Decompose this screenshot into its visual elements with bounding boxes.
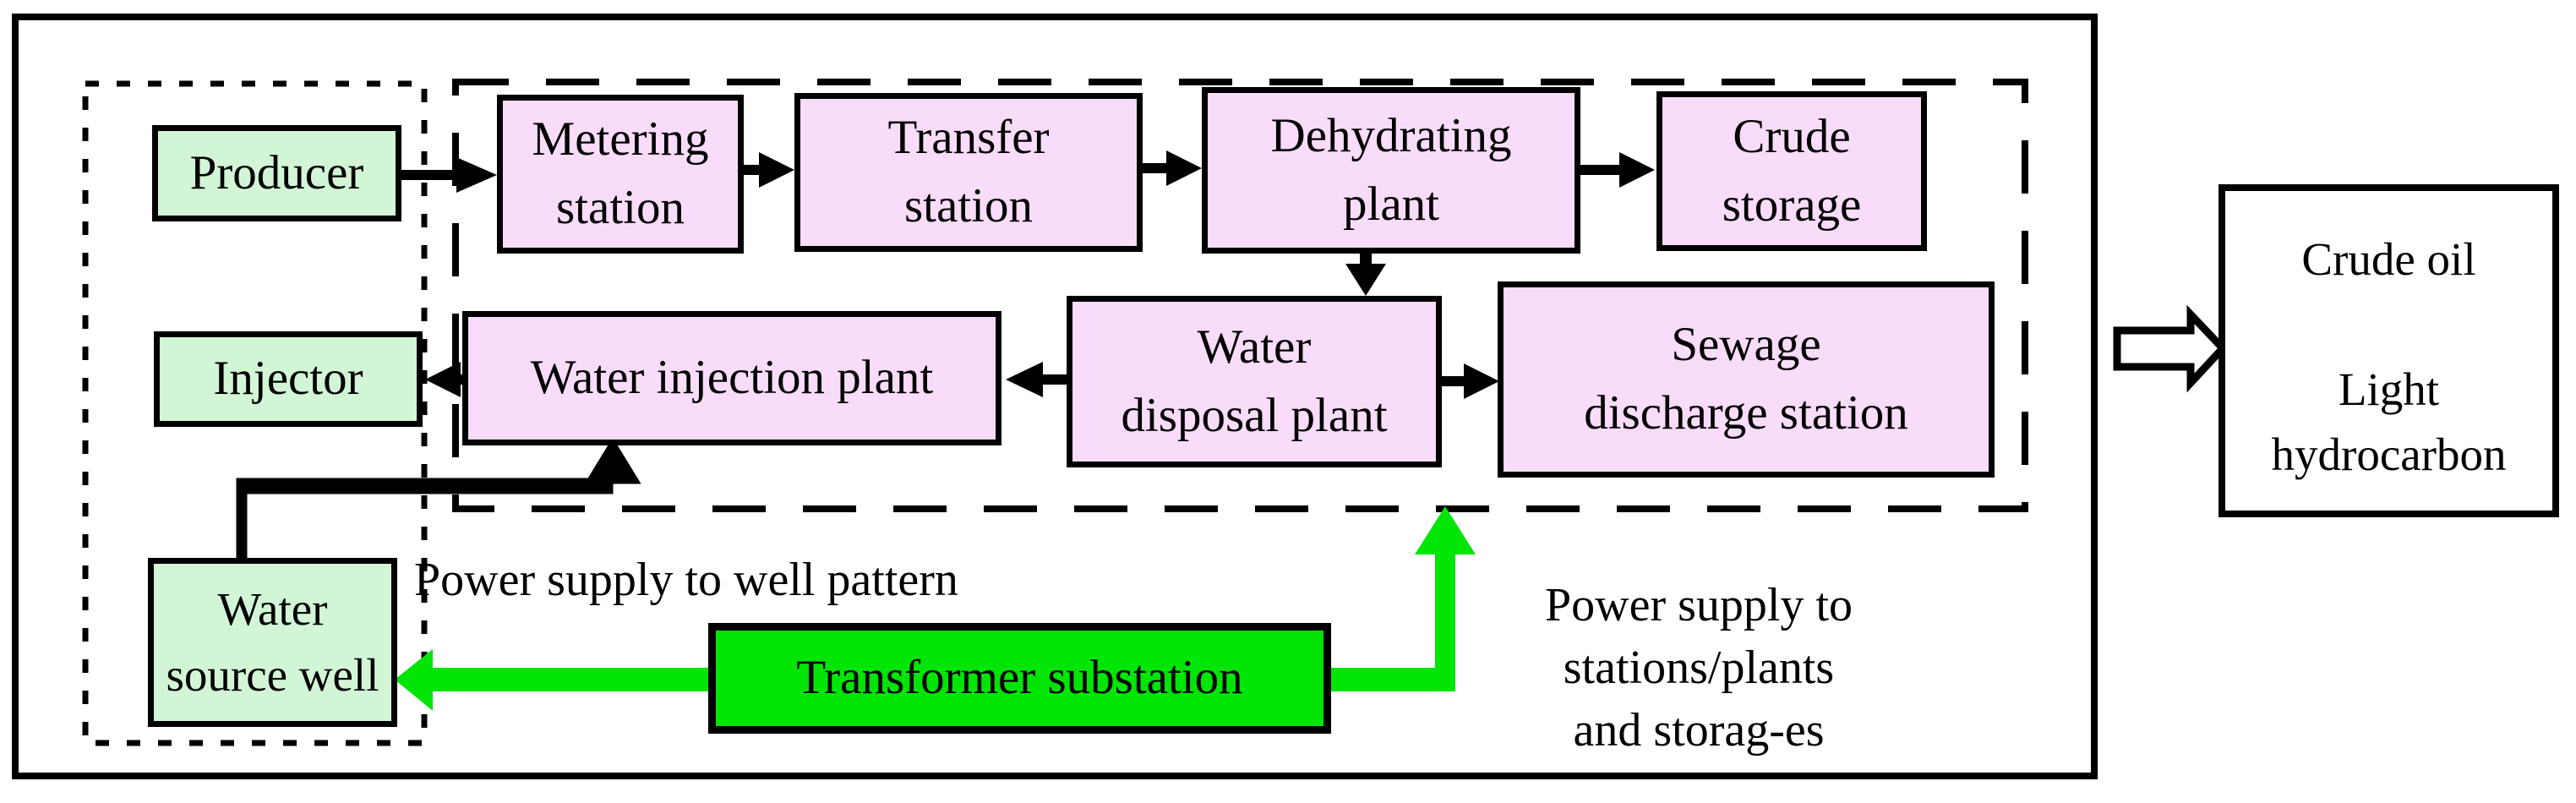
box-metering-line2: station — [556, 181, 685, 234]
caption-power-stations-line1: Power supply to — [1545, 579, 1853, 631]
outer-border — [12, 14, 2098, 779]
box-water-disposal-line1: Water — [1197, 320, 1312, 374]
box-crude-storage-line2: storage — [1722, 178, 1862, 232]
box-water-source-well: Water source well — [148, 558, 397, 727]
box-water-source-well-line1: Water — [217, 582, 328, 635]
green-arrow-transformer-to-stations — [1329, 506, 1476, 691]
box-transformer-label: Transformer substation — [796, 651, 1243, 705]
caption-power-well-pattern: Power supply to well pattern — [414, 549, 958, 611]
box-producer-label: Producer — [189, 145, 364, 199]
arrow-producer-to-metering — [397, 157, 497, 193]
box-output-line1: Crude oil — [2301, 233, 2476, 285]
arrow-metering-to-transfer — [740, 152, 794, 188]
box-injector: Injector — [154, 331, 423, 427]
box-transfer-line1: Transfer — [887, 111, 1050, 165]
well-pattern-dotted-border — [82, 80, 428, 746]
box-transformer-substation: Transformer substation — [708, 623, 1331, 734]
box-sewage-line2: discharge station — [1584, 386, 1908, 440]
box-crude-oil-output: Crude oil Light hydrocarbon — [2219, 184, 2559, 517]
caption-power-stations-line2: stations/plants — [1563, 641, 1835, 694]
caption-power-stations-line3: and storag-es — [1573, 703, 1825, 757]
box-water-injection-label: Water injection plant — [530, 351, 934, 405]
caption-power-stations: Power supply to stations/plants and stor… — [1513, 575, 1885, 762]
box-metering-line1: Metering — [532, 112, 709, 167]
box-crude-storage: Crude storage — [1656, 91, 1927, 251]
caption-power-well-pattern-text: Power supply to well pattern — [414, 554, 958, 606]
box-dehydrating-plant: Dehydrating plant — [1202, 87, 1580, 254]
box-sewage-discharge-station: Sewage discharge station — [1498, 281, 1995, 478]
box-water-source-well-line2: source well — [166, 649, 379, 701]
arrow-water-injection-to-injector — [425, 362, 467, 397]
arrow-dehydrating-to-crude-storage — [1577, 152, 1655, 188]
arrow-dehydrating-to-water-disposal — [1345, 250, 1386, 296]
box-crude-storage-line1: Crude — [1733, 109, 1851, 163]
arrow-transfer-to-dehydrating — [1139, 150, 1202, 186]
open-arrow-to-output — [2113, 304, 2229, 393]
arrow-water-disposal-to-water-injection — [1006, 362, 1070, 397]
box-output-line2: Light — [2338, 363, 2440, 415]
green-arrow-transformer-to-water-source-well — [395, 649, 710, 711]
power-line-well-pattern-path — [236, 437, 641, 560]
box-water-disposal-line2: disposal plant — [1121, 388, 1388, 442]
box-dehydrating-line2: plant — [1343, 177, 1439, 231]
arrow-water-disposal-to-sewage — [1438, 363, 1499, 399]
box-output-line3: hydrocarbon — [2271, 429, 2507, 480]
box-transfer-line2: station — [904, 179, 1033, 232]
box-sewage-line1: Sewage — [1671, 318, 1821, 372]
box-producer: Producer — [152, 125, 401, 221]
box-water-injection-plant: Water injection plant — [462, 311, 1001, 445]
box-water-disposal-plant: Water disposal plant — [1067, 296, 1442, 467]
power-line-arrowhead-up — [594, 448, 631, 480]
box-dehydrating-line1: Dehydrating — [1270, 108, 1512, 162]
box-injector-label: Injector — [213, 352, 363, 406]
box-transfer-station: Transfer station — [794, 93, 1143, 252]
box-output-spacer — [2383, 292, 2395, 357]
box-metering-station: Metering station — [497, 95, 744, 254]
